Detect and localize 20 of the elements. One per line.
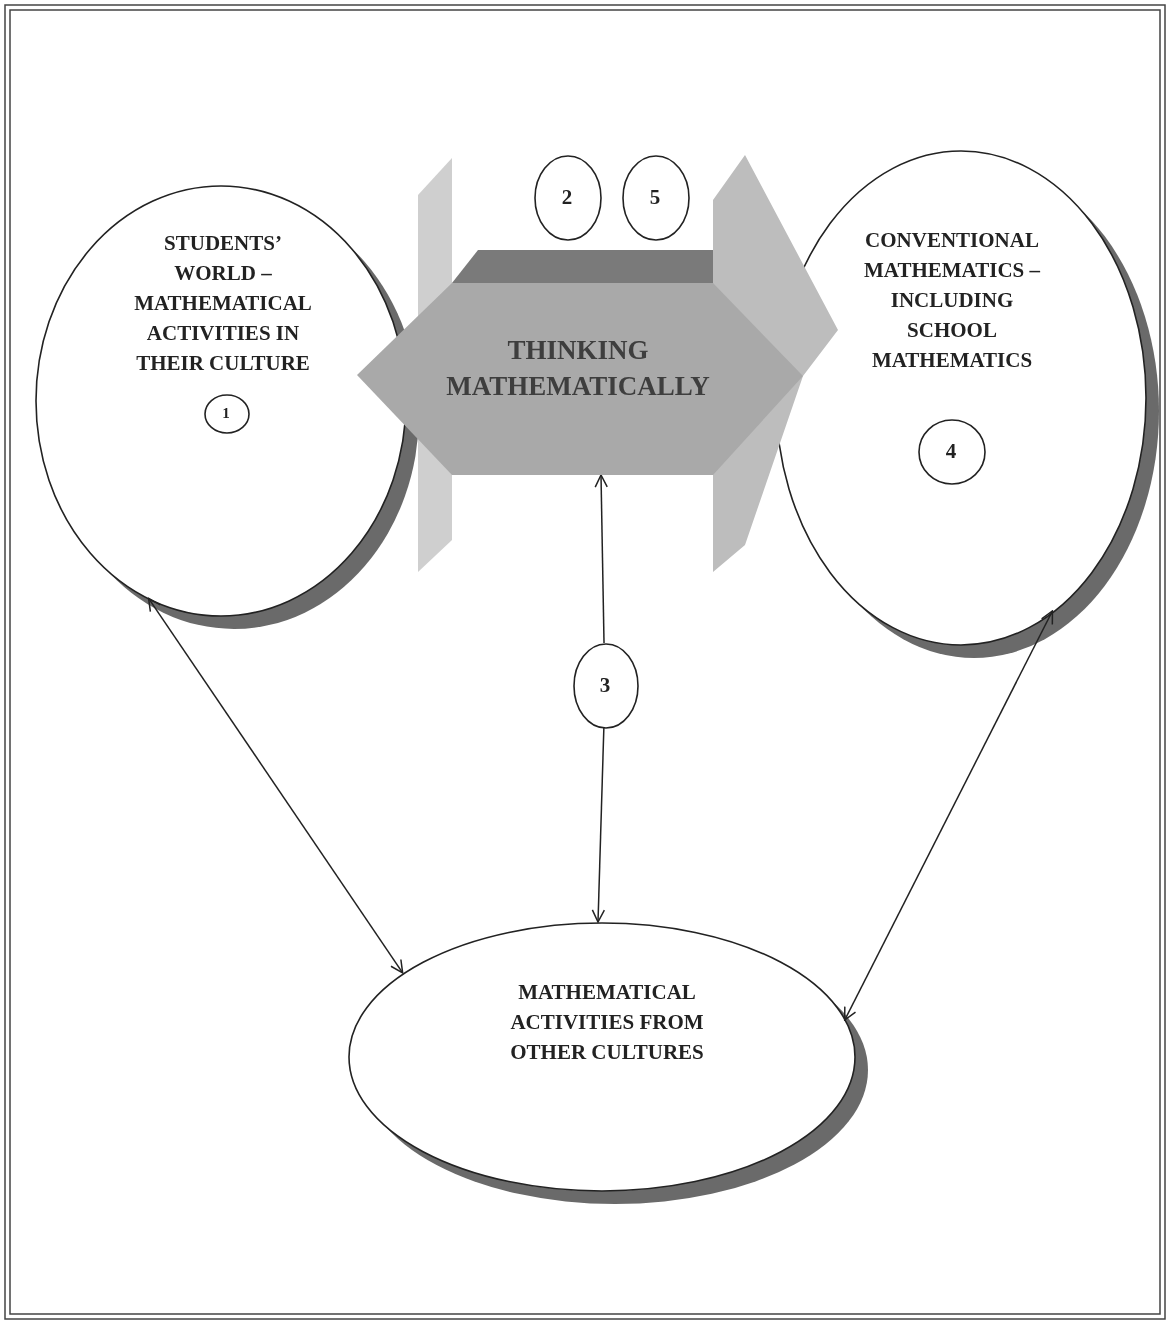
- node-label: STUDENTS’ WORLD – MATHEMATICAL ACTIVITIES IN THEIR CULTURE: [133, 230, 313, 377]
- callout-number: 1: [221, 404, 231, 423]
- callout-number: 2: [560, 184, 574, 211]
- arrow: [594, 474, 608, 644]
- node-label: CONVENTIONAL MATHEMATICS – INCLUDING SCHOOL MATHEMATICS: [863, 227, 1041, 374]
- callout-number: 3: [598, 672, 612, 699]
- arrow: [591, 726, 606, 923]
- ellipse-node: [348, 922, 870, 1206]
- number-circle: [918, 419, 986, 485]
- number-circle: [204, 394, 250, 434]
- ellipse-node: [35, 185, 421, 631]
- callout-number: 4: [944, 438, 958, 465]
- number-circle: [534, 155, 602, 241]
- number-circle: [622, 155, 690, 241]
- arrow: [843, 610, 1054, 1021]
- arrow: [147, 597, 404, 974]
- number-circle: [573, 643, 639, 729]
- node-label: MATHEMATICAL ACTIVITIES FROM OTHER CULTURES: [509, 979, 705, 1066]
- arrow-label: THINKING MATHEMATICALLY: [445, 334, 711, 403]
- callout-number: 5: [648, 184, 662, 211]
